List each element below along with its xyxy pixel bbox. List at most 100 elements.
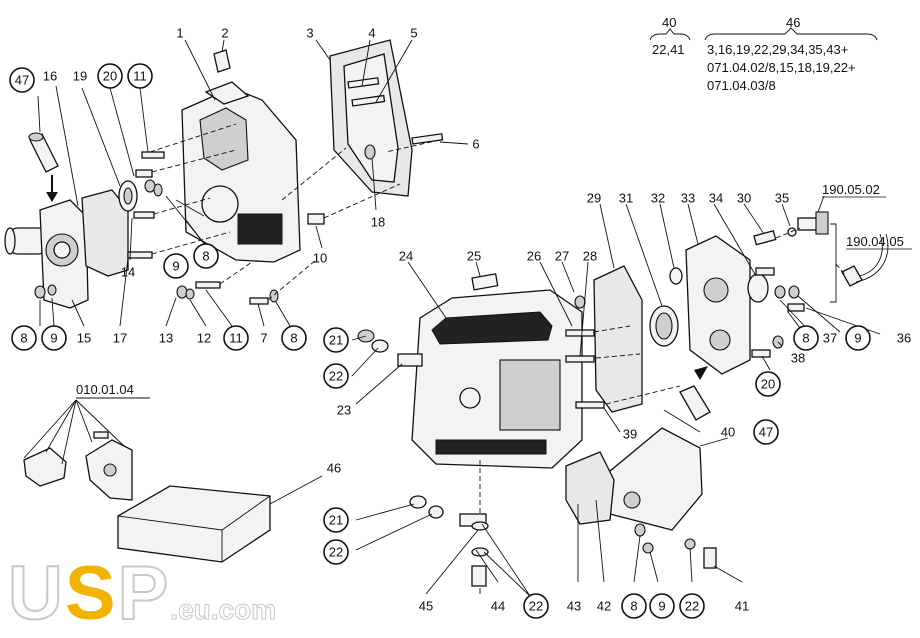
callout-23: 23 — [337, 403, 351, 418]
stud-5 — [351, 94, 386, 107]
circled-callout-8-right: 8 — [793, 325, 819, 351]
legend-46-label: 46 — [786, 15, 800, 30]
callout-2: 2 — [221, 26, 228, 41]
plain-callouts: 1 2 3 4 5 6 7 10 12 13 14 15 16 17 18 19… — [43, 26, 911, 614]
callout-3: 3 — [306, 26, 313, 41]
callout-31: 31 — [619, 191, 633, 206]
dashed-alignment-lines — [149, 123, 847, 516]
leader-lines — [23, 39, 881, 597]
callout-38: 38 — [791, 351, 805, 366]
circled-callout-8-left-mid: 8 — [193, 243, 219, 269]
callout-34: 34 — [709, 191, 723, 206]
bracket-40 — [603, 427, 703, 531]
callout-24: 24 — [399, 249, 413, 264]
sensor-35 — [787, 211, 829, 237]
watermark-letter-s: S — [64, 551, 118, 636]
callout-12: 12 — [197, 331, 211, 346]
callout-19: 19 — [73, 69, 87, 84]
circled-callout-9-bottom-right: 9 — [649, 593, 675, 619]
callout-13: 13 — [159, 331, 173, 346]
callout-14: 14 — [121, 265, 135, 280]
circled-callout-22-lower: 22 — [323, 539, 349, 565]
svg-text:22: 22 — [685, 599, 699, 614]
callout-41: 41 — [735, 599, 749, 614]
arrow-right-head — [694, 366, 708, 380]
watermark-letter-p: P — [117, 551, 171, 636]
svg-text:9: 9 — [50, 331, 57, 346]
svg-text:22: 22 — [329, 545, 343, 560]
callout-18: 18 — [371, 215, 385, 230]
svg-text:8: 8 — [630, 599, 637, 614]
bracket-190 — [830, 223, 837, 303]
circled-callout-22-upper: 22 — [323, 363, 349, 389]
callout-39: 39 — [623, 427, 637, 442]
svg-text:11: 11 — [229, 331, 243, 346]
svg-text:9: 9 — [172, 259, 179, 274]
circled-callout-8-bottom-mid: 8 — [281, 325, 307, 351]
kit-box-46 — [117, 485, 271, 563]
circled-callout-9-right: 9 — [845, 325, 871, 351]
circled-callout-20-right: 20 — [755, 371, 781, 397]
stud-6 — [411, 133, 444, 145]
ref-190-04-05[interactable]: 190.04.05 — [846, 234, 904, 249]
callout-15: 15 — [77, 331, 91, 346]
part-bearing-cover-15 — [4, 199, 89, 309]
svg-text:22: 22 — [329, 369, 343, 384]
legend-40-members: 22,41 — [652, 42, 685, 57]
svg-text:9: 9 — [854, 331, 861, 346]
svg-text:22: 22 — [529, 599, 543, 614]
circled-callout-22-bottom-right: 22 — [679, 593, 705, 619]
callout-27: 27 — [555, 249, 569, 264]
svg-text:20: 20 — [103, 69, 117, 84]
circled-callout-11-bottom: 11 — [223, 325, 249, 351]
callout-29: 29 — [587, 191, 601, 206]
callout-6: 6 — [472, 137, 479, 152]
main-housing-1 — [181, 81, 301, 263]
svg-text:11: 11 — [133, 69, 147, 84]
plate-25 — [471, 273, 499, 291]
circled-callout-11-top: 11 — [127, 63, 153, 89]
circled-callout-47-right: 47 — [753, 419, 779, 445]
circled-callout-8-bottom-left: 8 — [11, 325, 37, 351]
circled-callout-22-bottom: 22 — [523, 593, 549, 619]
callout-36: 36 — [897, 331, 911, 346]
svg-text:47: 47 — [759, 425, 773, 440]
circled-callout-21-upper: 21 — [323, 327, 349, 353]
part-2 — [213, 49, 231, 73]
ref-010-01-04[interactable]: 010.01.04 — [76, 382, 134, 397]
circled-callout-8-bottom-right: 8 — [621, 593, 647, 619]
watermark-logo: USP.eu.com — [7, 555, 277, 633]
callout-30: 30 — [737, 191, 751, 206]
subassembly-010-01-04 — [23, 431, 133, 501]
svg-text:20: 20 — [761, 377, 775, 392]
svg-text:8: 8 — [290, 331, 297, 346]
ring-32 — [669, 267, 683, 285]
gasket-29 — [593, 265, 643, 413]
callout-10: 10 — [313, 251, 327, 266]
connector-190-04-05 — [841, 265, 863, 287]
svg-text:8: 8 — [202, 249, 209, 264]
callout-16: 16 — [43, 69, 57, 84]
svg-text:8: 8 — [20, 331, 27, 346]
circled-callouts: 47 20 11 9 8 8 9 11 — [9, 63, 871, 619]
circled-callout-21-lower: 21 — [323, 507, 349, 533]
callout-40: 40 — [721, 425, 735, 440]
callout-1: 1 — [176, 26, 183, 41]
callout-33: 33 — [681, 191, 695, 206]
callout-32: 32 — [651, 191, 665, 206]
legend-40-label: 40 — [662, 15, 676, 30]
svg-text:21: 21 — [329, 513, 343, 528]
arrow-left-head — [46, 192, 58, 202]
legend-46-brace — [704, 27, 878, 41]
gasket-43 — [565, 451, 615, 525]
svg-text:21: 21 — [329, 333, 343, 348]
callout-7: 7 — [260, 331, 267, 346]
callout-35: 35 — [775, 191, 789, 206]
watermark-letter-u: U — [7, 551, 65, 636]
callout-17: 17 — [113, 331, 127, 346]
callout-46: 46 — [327, 461, 341, 476]
legend-40-brace — [649, 28, 691, 41]
svg-text:9: 9 — [658, 599, 665, 614]
ref-190-05-02[interactable]: 190.05.02 — [822, 182, 880, 197]
